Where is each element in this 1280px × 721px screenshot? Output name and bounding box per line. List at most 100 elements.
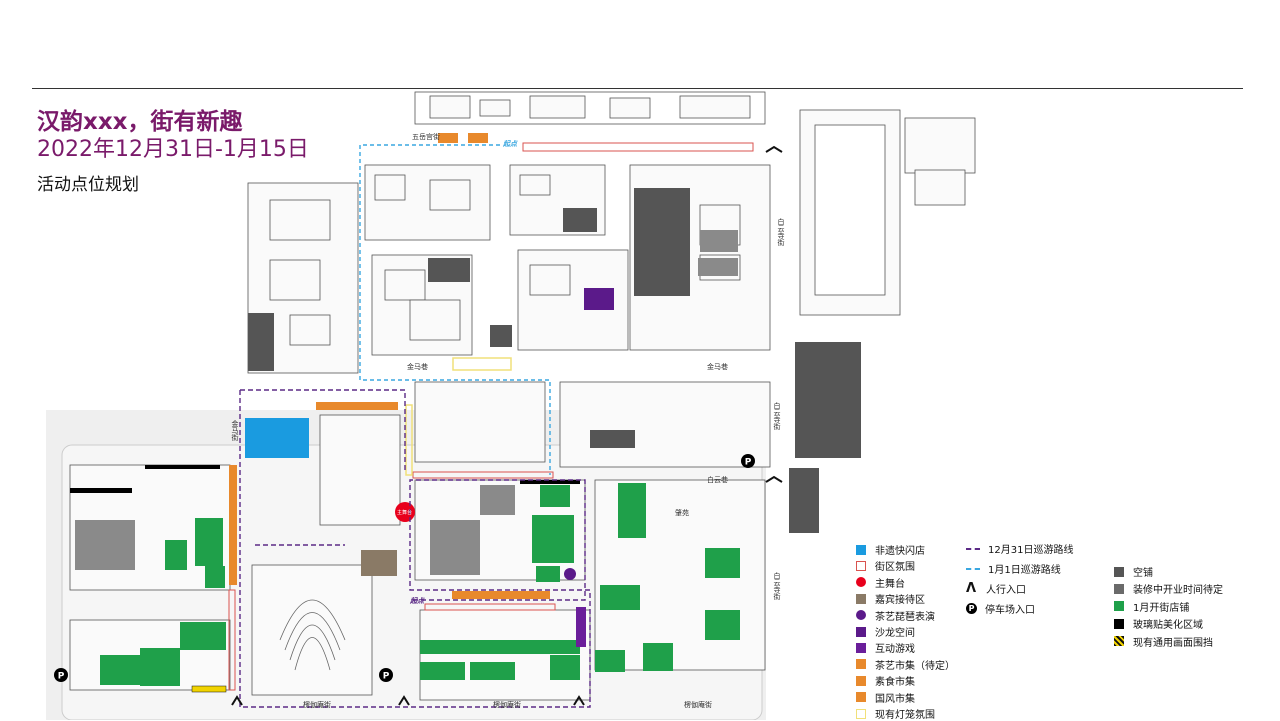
legend-label: 街区氛围: [875, 562, 915, 574]
legend-item: 国风市集: [856, 690, 915, 705]
legend-item: 沙龙空间: [856, 624, 915, 639]
salon-space: [584, 288, 614, 310]
legend-swatch: [1114, 618, 1124, 629]
legend-item: 互动游戏: [856, 640, 915, 655]
vip-reception: [361, 550, 397, 576]
legend-swatch: [856, 675, 866, 686]
intangible-popup-store: [245, 418, 309, 458]
baiyunsi-street-label-3: 白云寺街: [773, 572, 781, 600]
legend-outline: [856, 708, 866, 719]
legend-swatch: [856, 544, 866, 555]
legend-label: 空铺: [1133, 568, 1153, 579]
legend-label: 装修中开业时间待定: [1133, 585, 1223, 597]
legend-swatch: [1114, 566, 1124, 577]
legend-label: 停车场入口: [985, 605, 1035, 616]
route-jan-1: [359, 144, 551, 475]
legend-item: 街区氛围: [856, 558, 915, 573]
bottom-street-label-1: 楞伽庵街: [303, 701, 331, 709]
legend-item: 非遗快闪店: [856, 542, 925, 557]
opening-shops: [100, 483, 740, 686]
legend-swatch: [856, 593, 866, 604]
legend-label: 茶艺市集（待定）: [875, 660, 955, 672]
legend-route-line: [966, 547, 980, 550]
legend-route-line: [966, 567, 980, 570]
legend-item: 主舞台: [856, 575, 905, 590]
legend-label: 主舞台: [875, 578, 905, 590]
legend-label: 12月31日巡游路线: [988, 545, 1074, 556]
route-dec-31: [239, 389, 591, 708]
legend-label: 非遗快闪店: [875, 546, 925, 557]
legend-label: 嘉宾接待区: [875, 595, 925, 607]
baiyunsi-street-label-1: 白云寺街: [777, 218, 785, 246]
baiyun-lane-label: 白云巷: [707, 476, 728, 484]
legend-dot: [856, 610, 866, 621]
pedestrian-entrance-icons: [231, 145, 783, 706]
route-start-mid: 起点: [410, 597, 424, 605]
legend-item: 玻璃贴美化区域: [1114, 616, 1203, 631]
legend-label: 沙龙空间: [875, 628, 915, 639]
legend-label: 素食市集: [875, 677, 915, 689]
legend-item: 茶艺市集（待定）: [856, 657, 955, 672]
legend-label: 现有灯笼氛围: [875, 710, 935, 721]
svg-text:P: P: [383, 672, 390, 682]
legend-label: 互动游戏: [875, 644, 915, 656]
legend-item: Λ 人行入口: [966, 580, 1026, 597]
legend-swatch: [856, 659, 866, 670]
svg-text:P: P: [745, 458, 752, 468]
legend-item: 1月开街店铺: [1114, 599, 1189, 614]
wuyue-label: 五岳宫街: [412, 133, 440, 141]
legend-label: 茶艺琵琶表演: [875, 611, 935, 623]
legend-label: 1月开街店铺: [1133, 602, 1190, 614]
existing-lanterns: [405, 357, 512, 476]
jinma-lane-label-2: 金马巷: [707, 363, 728, 371]
bottom-street-label-2: 楞伽庵街: [493, 701, 521, 709]
legend-item: 嘉宾接待区: [856, 591, 925, 606]
legend-hatch: [1114, 636, 1124, 647]
renovating-shops: [75, 230, 738, 575]
legend-outline: [856, 560, 866, 571]
building-outlines: [69, 91, 976, 701]
theatre-seating: [279, 599, 346, 671]
page-caption: 活动点位规划: [37, 175, 139, 195]
parking-icon: P: [966, 603, 977, 614]
hoarding-panel: [191, 685, 227, 693]
legend-swatch: [856, 692, 866, 703]
legend-swatch: [856, 626, 866, 637]
legend-swatch: [1114, 583, 1124, 594]
svg-text:P: P: [58, 672, 65, 682]
street-atmosphere: [228, 142, 754, 691]
jinma-street-label: 金马街: [231, 420, 239, 441]
legend-item: 素食市集: [856, 673, 915, 688]
bottom-street-label-3: 楞伽庵街: [684, 701, 712, 709]
main-stage-label: 主舞台: [397, 510, 413, 516]
header-rule: [32, 88, 1243, 89]
legend-label: 1月1日巡游路线: [988, 565, 1061, 576]
legend-item: 装修中开业时间待定: [1114, 581, 1223, 596]
legend-label: 玻璃贴美化区域: [1133, 620, 1203, 632]
event-date: 2022年12月31日-1月15日: [37, 137, 309, 162]
baiyunsi-street-label-2: 白云寺街: [773, 402, 781, 430]
zhaoyuan-label: 肇苑: [675, 509, 689, 517]
legend-label: 人行入口: [986, 585, 1026, 596]
legend-item: 空铺: [1114, 564, 1153, 579]
legend-item: 现有通用画面围挡: [1114, 634, 1213, 649]
legend-item: P 停车场入口: [966, 601, 1035, 616]
tea-pipa-marker: [564, 568, 576, 580]
map-legend: 非遗快闪店街区氛围主舞台嘉宾接待区茶艺琵琶表演沙龙空间互动游戏茶艺市集（待定） 素…: [848, 534, 1264, 721]
legend-swatch: [856, 642, 866, 653]
pedestrian-entrance-icon: Λ: [966, 580, 977, 596]
legend-dot: [856, 577, 866, 588]
legend-item: 茶艺琵琶表演: [856, 608, 935, 623]
legend-label: 国风市集: [875, 693, 915, 705]
jinma-lane-label-1: 金马巷: [407, 363, 428, 371]
legend-item: 12月31日巡游路线: [966, 541, 1073, 556]
legend-label: 现有通用画面围挡: [1133, 637, 1213, 649]
markets: [229, 133, 550, 599]
legend-item: 现有灯笼氛围: [856, 706, 935, 721]
page-title: 汉韵xxx，街有新趣: [37, 109, 243, 135]
legend-item: 1月1日巡游路线: [966, 561, 1061, 576]
route-start-top: 起点: [503, 140, 517, 148]
interactive-game-zone: [576, 607, 586, 647]
glass-sticker-areas: [70, 465, 580, 493]
